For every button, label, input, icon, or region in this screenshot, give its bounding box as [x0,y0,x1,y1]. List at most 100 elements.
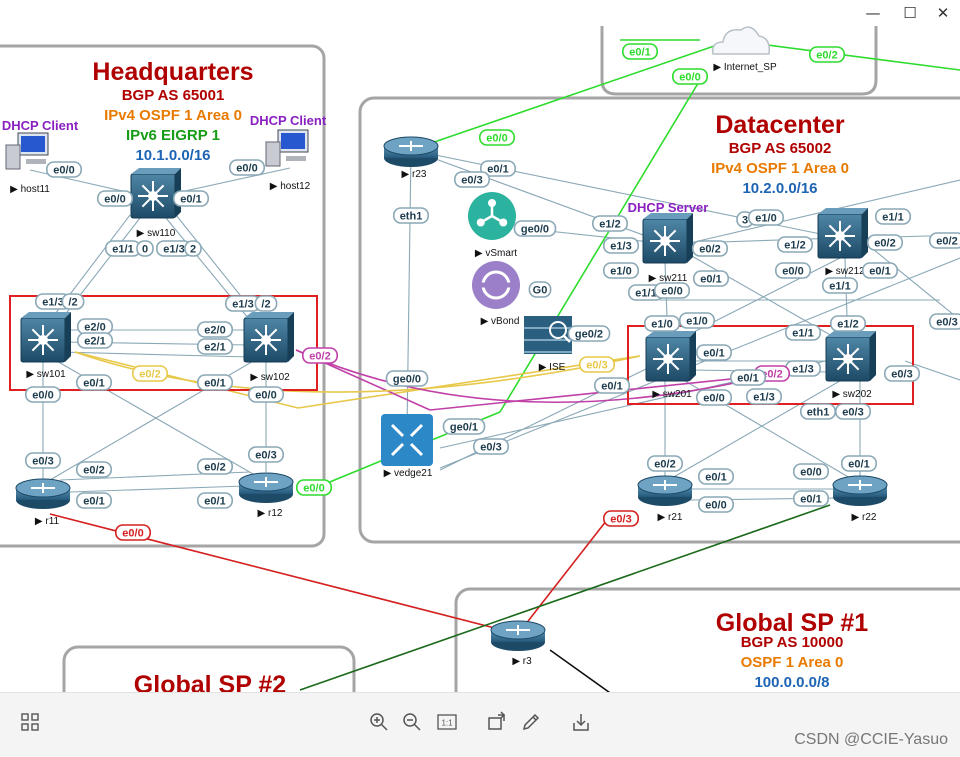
port-label: e2/0 [197,321,234,338]
area-title-hq: Headquarters [92,58,253,86]
port-label: e0/0 [671,68,708,85]
port-label: e0/0 [45,161,83,178]
port-label: e2/1 [77,332,114,349]
svg-text:e1/3: e1/3 [163,244,184,256]
node-label: ▶ vSmart [475,248,517,259]
node-ise[interactable]: ▶ ISE [524,316,572,373]
node-vbond[interactable]: ▶ vBond [472,261,520,327]
area-line: 10.2.0.0/16 [742,180,817,197]
svg-text:e1/1: e1/1 [882,212,903,224]
computer-icon [265,129,309,167]
svg-text:e0/0: e0/0 [703,393,724,405]
node-sw211[interactable]: ▶ sw211 [642,213,693,284]
node-label: ▶ sw101 [26,369,66,380]
edit-icon[interactable] [520,711,542,733]
node-host11[interactable]: ▶ host11 [5,132,50,195]
node-internet[interactable]: ▶ Internet_SP [711,26,777,73]
node-r21[interactable]: ▶ r21 [637,475,693,523]
port-label: e0/0 [697,496,734,513]
svg-text:e0/2: e0/2 [83,465,104,477]
node-sw102[interactable]: ▶ sw102 [243,312,294,383]
actual-size-icon[interactable]: 1:1 [436,711,458,733]
svg-text:e2/0: e2/0 [84,322,105,334]
port-label: e0/2 [808,46,845,63]
link-curve-magenta [295,349,771,404]
annotation-dhcp-client: DHCP Client [2,118,79,133]
node-layer: ▶ Internet_SP ▶ host11 ▶ host12 ▶ sw110 ▶ sw… [5,26,888,667]
computer-icon [5,132,49,170]
port-label: e0/1 [593,377,630,394]
port-label: e2/0 [77,318,114,335]
switch-icon [817,208,868,259]
svg-text:e0/0: e0/0 [661,286,682,298]
node-r3[interactable]: ▶ r3 [490,620,546,667]
svg-text:e0/1: e0/1 [703,348,724,360]
port-label: e0/1 [861,262,898,279]
area-line: BGP AS 10000 [741,634,844,651]
rotate-icon[interactable] [486,711,508,733]
svg-text:/2: /2 [68,297,77,309]
port-label: G0 [528,281,552,298]
svg-text:e0/0: e0/0 [32,390,53,402]
svg-text:0: 0 [142,244,148,256]
area-line: 10.1.0.0/16 [135,147,210,164]
port-label: e1/3 [745,388,782,405]
svg-text:e1/3: e1/3 [42,297,63,309]
svg-text:e1/0: e1/0 [755,213,776,225]
port-label: ge0/2 [567,325,611,342]
node-r12[interactable]: ▶ r12 [238,472,294,519]
highlight-box-hq [9,295,318,391]
node-sw212[interactable]: ▶ sw212 [817,208,868,277]
topology-canvas[interactable]: ▶ Internet_SP ▶ host11 ▶ host12 ▶ sw110 ▶ sw… [0,26,960,692]
port-label: e1/3 [784,360,821,377]
node-r23[interactable]: ▶ r23 [383,136,439,180]
link-47 [299,504,831,691]
link-41 [499,79,701,413]
minimize-icon[interactable]: — [865,4,881,22]
node-sw201[interactable]: ▶ sw201 [645,331,696,400]
port-label: e0/3 [453,171,490,188]
node-sw110[interactable]: ▶ sw110 [130,168,181,239]
download-icon[interactable] [570,711,592,733]
svg-text:e0/2: e0/2 [936,236,957,248]
maximize-icon[interactable]: ☐ [903,4,917,22]
svg-text:G0: G0 [533,285,548,297]
svg-text:e0/2: e0/2 [874,238,895,250]
svg-text:e0/2: e0/2 [139,369,160,381]
node-vedge21[interactable]: ▶ vedge21 [381,414,433,479]
grid-icon[interactable] [19,711,41,733]
zoom-in-icon[interactable] [368,711,390,733]
svg-text:e0/3: e0/3 [586,360,607,372]
area-line: IPv4 OSPF 1 Area 0 [104,107,242,124]
node-sw101[interactable]: ▶ sw101 [20,312,71,380]
port-label: e1/1 [821,277,858,294]
port-label: e0/0 [478,129,515,146]
port-label: e0/1 [173,190,210,207]
port-label: e0/0 [774,262,811,279]
node-sw202[interactable]: ▶ sw202 [825,331,876,400]
port-label: e0/3 [472,438,509,455]
svg-text:e1/1: e1/1 [792,328,813,340]
link-2 [42,214,131,331]
port-label: /2 [254,295,278,312]
node-r11[interactable]: ▶ r11 [15,478,71,527]
node-vsmart[interactable]: ▶ vSmart [468,192,517,259]
svg-text:e0/0: e0/0 [122,528,143,540]
node-r22[interactable]: ▶ r22 [832,475,888,523]
svg-text:e0/3: e0/3 [480,442,501,454]
port-label: e1/2 [829,315,866,332]
area-line: BGP AS 65002 [729,140,832,157]
port-label: e0/1 [197,374,234,391]
close-icon[interactable]: ✕ [936,4,950,22]
port-label: e1/0 [602,262,639,279]
svg-text:e1/0: e1/0 [610,266,631,278]
port-label: e1/0 [643,315,680,332]
port-label: e0/1 [76,492,113,509]
svg-text:e0/3: e0/3 [32,456,53,468]
node-host12[interactable]: ▶ host12 [265,129,311,192]
zoom-out-icon[interactable] [401,711,423,733]
area-title-gsp1: Global SP #1 [716,609,868,637]
svg-text:e0/1: e0/1 [83,378,104,390]
port-label: e1/2 [591,215,628,232]
